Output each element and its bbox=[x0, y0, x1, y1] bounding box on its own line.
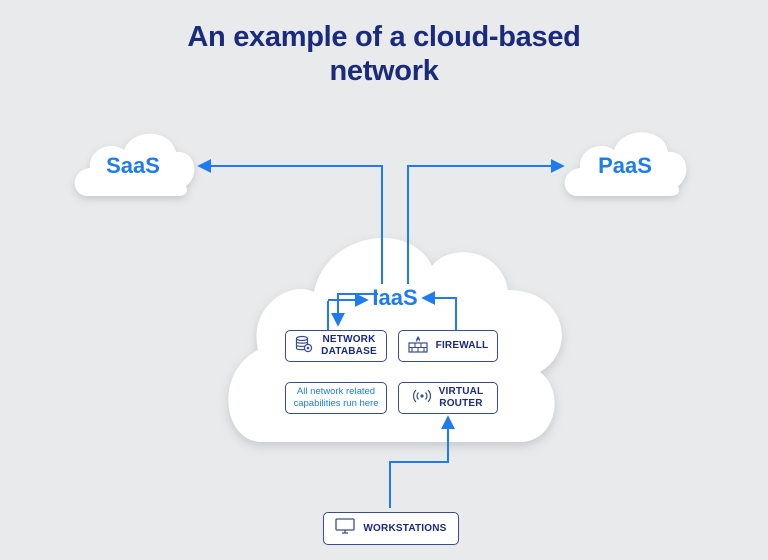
firewall-label: FIREWALL bbox=[435, 340, 489, 351]
virtual-router-box[interactable]: VIRTUAL ROUTER bbox=[398, 382, 498, 414]
workstations-label: WORKSTATIONS bbox=[363, 522, 447, 534]
iaas-to-paas-arrow bbox=[407, 159, 565, 284]
iaas-to-saas-arrow bbox=[197, 159, 383, 284]
router-icon bbox=[412, 389, 431, 408]
page-title-line-2: network bbox=[329, 55, 439, 87]
iaas-cloud bbox=[228, 237, 562, 442]
monitor-icon bbox=[335, 518, 356, 539]
connectors bbox=[197, 159, 565, 508]
note-line-2: capabilities run here bbox=[293, 398, 379, 409]
virtual-router-label-line-2: ROUTER bbox=[439, 398, 483, 409]
saas-label: SaaS bbox=[106, 153, 160, 178]
note-line-1: All network related bbox=[296, 386, 376, 397]
workstations-to-router-arrow bbox=[389, 415, 455, 508]
network-database-label-line-1: NETWORK bbox=[322, 334, 376, 345]
firewall-box[interactable]: FIREWALL bbox=[398, 330, 498, 362]
network-database-label-line-2: DATABASE bbox=[321, 346, 377, 357]
saas-cloud bbox=[74, 133, 195, 196]
paas-cloud bbox=[564, 132, 687, 196]
page-title-line-1: An example of a cloud-based bbox=[187, 21, 581, 53]
virtual-router-label-line-1: VIRTUAL bbox=[438, 386, 484, 397]
paas-label: PaaS bbox=[598, 153, 652, 178]
database-icon bbox=[295, 335, 313, 358]
network-database-box[interactable]: NETWORK DATABASE bbox=[285, 330, 387, 362]
workstations-box[interactable]: WORKSTATIONS bbox=[323, 512, 459, 545]
firewall-to-iaas-arrow bbox=[421, 291, 457, 330]
firewall-icon bbox=[408, 335, 428, 358]
iaas-label: IaaS bbox=[372, 285, 418, 310]
note-box: All network related capabilities run her… bbox=[285, 382, 387, 414]
